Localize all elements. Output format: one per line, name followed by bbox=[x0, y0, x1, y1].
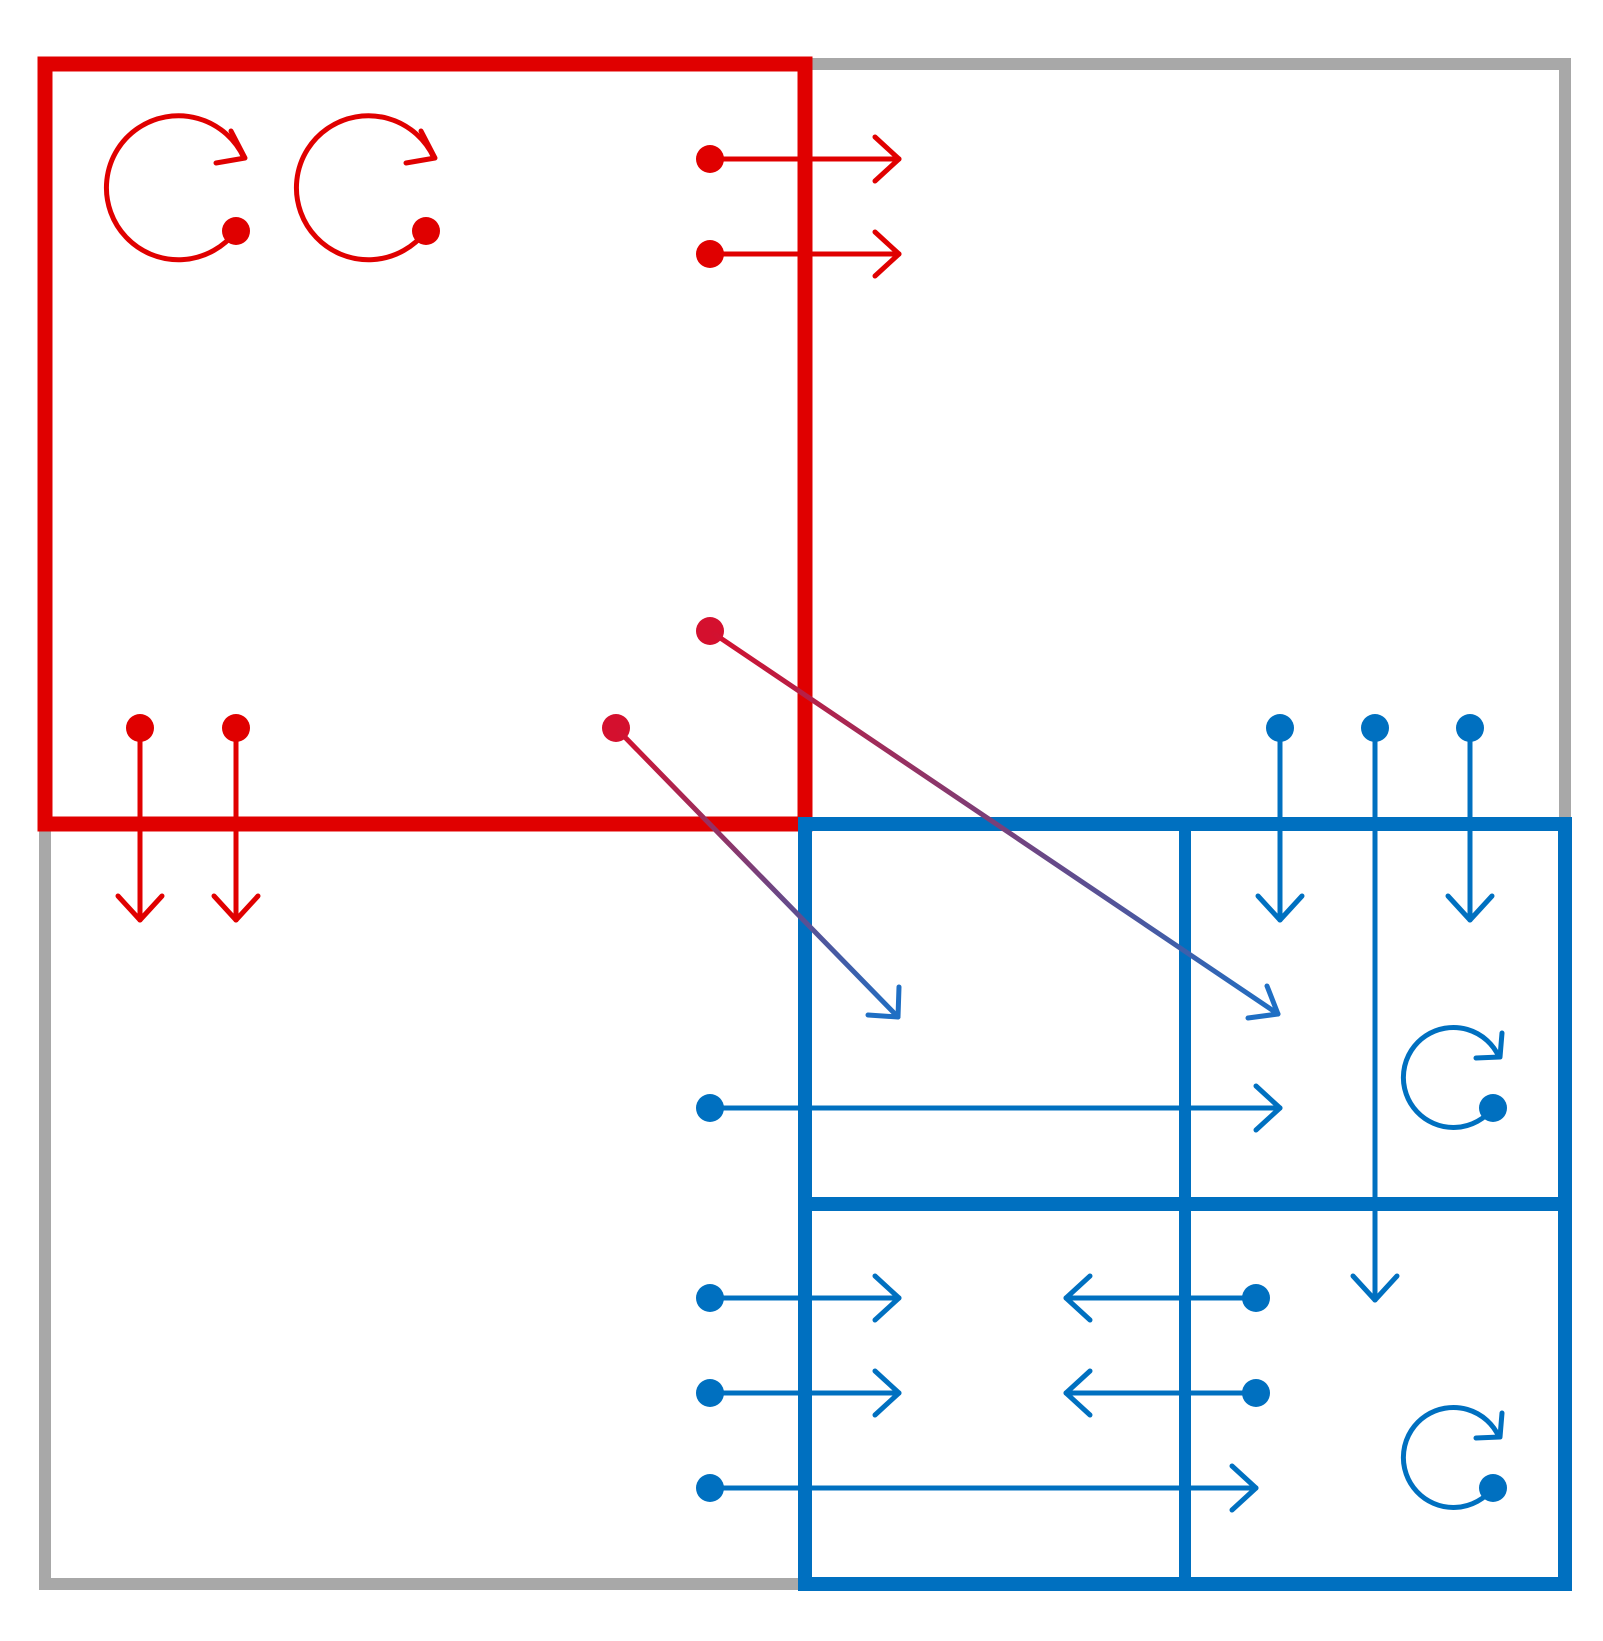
red-loops bbox=[103, 113, 440, 263]
blue-loop-1-dot bbox=[1479, 1094, 1507, 1122]
blue-loop-2-dot bbox=[1479, 1474, 1507, 1502]
blue-arrow-down-long bbox=[1350, 714, 1400, 1303]
blue-arrows bbox=[696, 714, 1495, 1513]
red-loop-1-dot bbox=[222, 217, 250, 245]
blue-arrow-right-long-1 bbox=[696, 1083, 1283, 1133]
red-arrow-right-1 bbox=[696, 134, 902, 184]
blue-arrow-left-2 bbox=[1063, 1368, 1270, 1418]
red-arrow-right-2 bbox=[696, 229, 902, 279]
blue-arrow-right-short-1 bbox=[696, 1273, 902, 1323]
red-quadrant-top-left bbox=[37, 56, 813, 832]
red-loop-2-dot bbox=[412, 217, 440, 245]
blue-arrow-right-short-2 bbox=[696, 1368, 902, 1418]
red-arrows bbox=[115, 134, 902, 923]
blue-arrow-down-1 bbox=[1255, 714, 1305, 923]
blue-loop-1 bbox=[1400, 1024, 1507, 1130]
cross-arrow-2 bbox=[696, 617, 1281, 1021]
cross-arrows bbox=[602, 617, 1281, 1021]
blue-arrow-down-3 bbox=[1445, 714, 1495, 923]
red-arrow-down-1 bbox=[115, 714, 165, 923]
cross-arrow-1 bbox=[602, 714, 902, 1020]
red-loop-2 bbox=[293, 113, 440, 263]
red-loop-1 bbox=[103, 113, 250, 263]
blue-quadrant-bottom-right bbox=[798, 817, 1572, 1591]
blue-arrow-right-long-2 bbox=[696, 1463, 1259, 1513]
red-arrow-down-2 bbox=[211, 714, 261, 923]
blue-loop-2 bbox=[1400, 1404, 1507, 1510]
blue-arrow-left-1 bbox=[1063, 1273, 1270, 1323]
blue-loops bbox=[1400, 1024, 1507, 1510]
